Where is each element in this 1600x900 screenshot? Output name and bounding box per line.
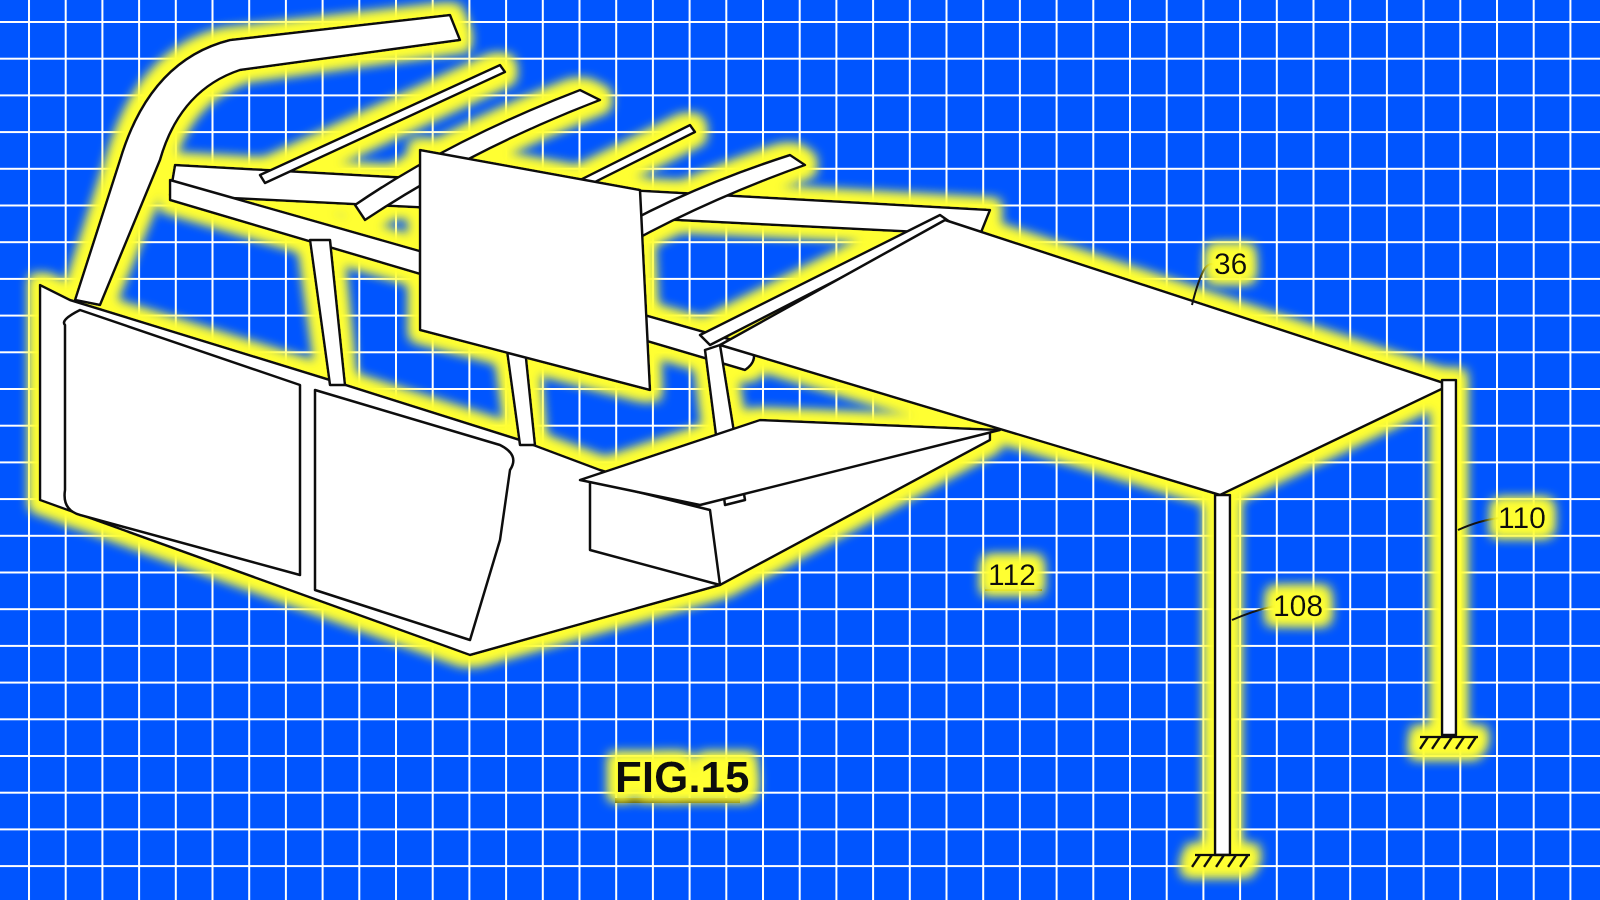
label-rear-post-110: 110 [1498, 502, 1546, 535]
vehicle-drawing [38, 13, 1478, 868]
b-pillar [308, 238, 347, 387]
fig-underline [615, 798, 740, 803]
label-front-post-108: 108 [1273, 590, 1323, 623]
label-ground-112: 112 [988, 559, 1036, 592]
windshield-frame [73, 13, 462, 307]
seat-interior [418, 148, 652, 392]
rear-door [313, 388, 515, 642]
cross-bar-1 [258, 63, 507, 185]
figure-title: FIG.15 [615, 753, 750, 802]
leader-36 [1191, 263, 1216, 306]
leader-108 [1231, 605, 1276, 621]
front-door [62, 308, 302, 577]
front-support-post [1213, 493, 1232, 857]
leader-110 [1457, 517, 1501, 531]
ground-symbol-rear [1418, 735, 1478, 750]
ground-symbol-front [1190, 853, 1250, 868]
label-awning-36: 36 [1214, 248, 1247, 281]
rear-support-post [1440, 378, 1458, 737]
reference-labels [615, 263, 1501, 803]
